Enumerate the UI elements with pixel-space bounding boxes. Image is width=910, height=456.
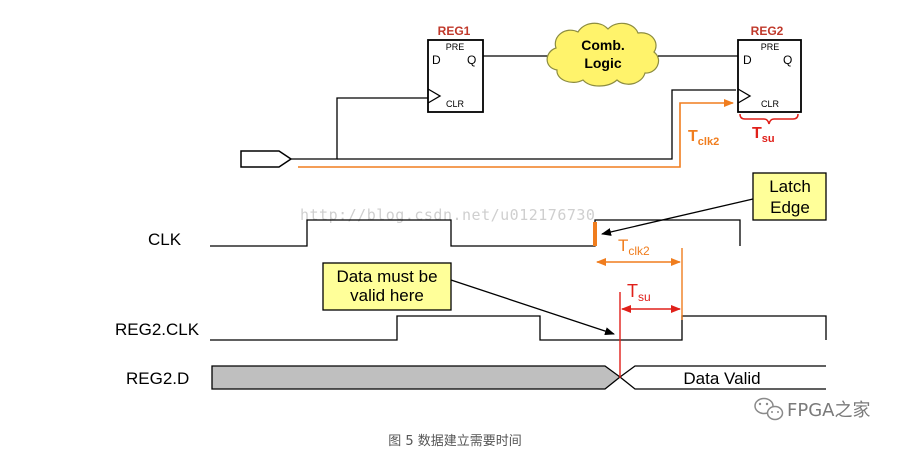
reg2-clock-wire bbox=[337, 89, 736, 160]
circuit-tclk2-label: Tclk2 bbox=[688, 128, 719, 148]
latch-edge-line2: Edge bbox=[770, 198, 810, 217]
brand-text: FPGA之家 bbox=[787, 400, 870, 421]
reg1-pin-q: Q bbox=[467, 53, 476, 67]
reg2-pin-d: D bbox=[743, 53, 752, 67]
timing-diagram: REG1 PRE D Q CLR Comb. Logic REG2 PRE D … bbox=[115, 22, 870, 421]
latch-edge-arrow bbox=[601, 198, 754, 236]
clock-path-orange bbox=[298, 99, 734, 168]
valid-note-line1: Data must be bbox=[336, 267, 437, 286]
valid-note-arrow bbox=[450, 279, 615, 335]
circuit-tsu-label: Tsu bbox=[752, 125, 775, 145]
reg2-box bbox=[737, 39, 802, 113]
reg1-pin-d: D bbox=[432, 53, 441, 67]
reg2-pin-q: Q bbox=[783, 53, 792, 67]
data-valid-label: Data Valid bbox=[683, 369, 760, 388]
wechat-icon bbox=[754, 397, 784, 421]
reg1-box bbox=[427, 39, 484, 113]
signal-label-reg2-d: REG2.D bbox=[126, 369, 189, 388]
latch-edge-callout bbox=[752, 172, 827, 221]
reg2-pin-pre: PRE bbox=[761, 42, 780, 52]
latch-edge-line1: Latch bbox=[769, 177, 811, 196]
figure-caption: 图 5 数据建立需要时间 bbox=[388, 434, 522, 449]
reg2-clk-waveform bbox=[210, 315, 827, 341]
clk-waveform bbox=[210, 219, 741, 247]
timing-tclk2-label: Tclk2 bbox=[618, 236, 650, 258]
clock-input-pin bbox=[240, 150, 293, 168]
comb-logic-line1: Comb. bbox=[581, 37, 625, 53]
comb-logic-line2: Logic bbox=[584, 55, 622, 71]
comb-logic-cloud bbox=[546, 22, 660, 87]
watermark-text: http://blog.csdn.net/u012176730 bbox=[300, 206, 595, 224]
reg1-title: REG1 bbox=[438, 24, 471, 38]
reg2-pin-clr: CLR bbox=[761, 99, 780, 109]
timing-tsu-label: Tsu bbox=[627, 281, 651, 304]
signal-label-clk: CLK bbox=[148, 230, 182, 249]
reg1-pin-pre: PRE bbox=[446, 42, 465, 52]
valid-note-line2: valid here bbox=[350, 286, 424, 305]
reg1-clock-wire bbox=[291, 97, 428, 160]
reg2-tsu-bracket bbox=[739, 113, 799, 125]
signal-label-reg2-clk: REG2.CLK bbox=[115, 320, 200, 339]
reg1-clock-triangle bbox=[427, 88, 442, 104]
reg2-title: REG2 bbox=[751, 24, 784, 38]
reg2-clock-triangle bbox=[737, 88, 752, 104]
reg2-d-invalid-data bbox=[211, 365, 622, 390]
valid-note-callout bbox=[322, 262, 452, 311]
reg1-pin-clr: CLR bbox=[446, 99, 465, 109]
